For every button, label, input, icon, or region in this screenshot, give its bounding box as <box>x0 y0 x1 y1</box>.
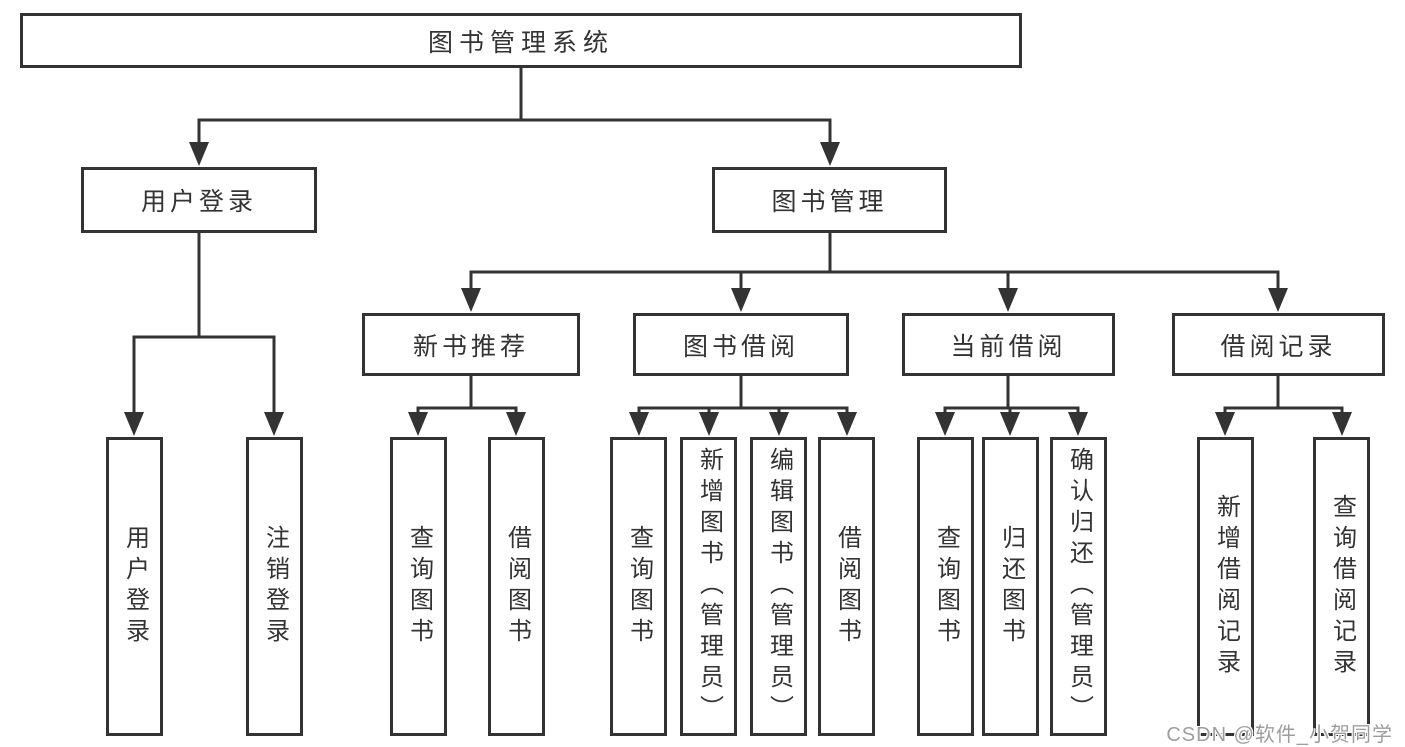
node-label: 当前借阅 <box>950 332 1067 361</box>
node-library-system: 图书管理系统 <box>20 13 1022 68</box>
leaf-borrow-books-recommend: 借阅图书 <box>488 437 545 736</box>
arrowheads <box>124 142 1352 436</box>
node-label: 查询图书 <box>932 524 960 649</box>
connector-segments <box>132 67 1344 414</box>
leaf-edit-book-admin: 编辑图书（管理员） <box>750 437 807 736</box>
node-book-borrow: 图书借阅 <box>633 313 849 376</box>
node-label: 借阅图书 <box>833 524 861 649</box>
leaf-query-books-borrow: 查询图书 <box>610 437 667 736</box>
leaf-query-books-recommend: 查询图书 <box>390 437 447 736</box>
node-label: 确认归还（管理员） <box>1065 447 1093 726</box>
node-label: 借阅记录 <box>1220 332 1337 361</box>
node-user-login: 用户登录 <box>81 167 317 233</box>
node-label: 新书推荐 <box>412 332 529 361</box>
node-label: 查询图书 <box>625 524 653 649</box>
leaf-add-borrow-record: 新增借阅记录 <box>1197 437 1254 736</box>
node-label: 图书借阅 <box>682 332 799 361</box>
leaf-confirm-return-admin: 确认归还（管理员） <box>1050 437 1107 736</box>
node-label: 查询借阅记录 <box>1328 493 1356 680</box>
watermark: CSDN @软件_小贺同学 <box>1166 724 1393 746</box>
node-label: 图书管理系统 <box>427 28 614 57</box>
node-current-borrow: 当前借阅 <box>902 313 1115 376</box>
node-new-book-recommend: 新书推荐 <box>362 313 580 376</box>
node-label: 图书管理 <box>771 188 888 216</box>
leaf-add-book-admin: 新增图书（管理员） <box>680 437 737 736</box>
leaf-logout: 注销登录 <box>246 437 303 736</box>
leaf-query-borrow-record: 查询借阅记录 <box>1313 437 1370 736</box>
node-label: 注销登录 <box>261 524 289 649</box>
leaf-borrow-books: 借阅图书 <box>818 437 875 736</box>
node-book-management: 图书管理 <box>712 167 947 233</box>
leaf-user-login: 用户登录 <box>106 437 163 736</box>
node-label: 借阅图书 <box>503 524 531 649</box>
node-label: 归还图书 <box>997 524 1025 649</box>
node-borrow-records: 借阅记录 <box>1172 313 1385 376</box>
node-label: 用户登录 <box>140 188 257 216</box>
leaf-return-books: 归还图书 <box>982 437 1039 736</box>
node-label: 编辑图书（管理员） <box>765 447 793 726</box>
node-label: 用户登录 <box>121 524 149 649</box>
node-label: 查询图书 <box>405 524 433 649</box>
node-label: 新增借阅记录 <box>1212 493 1240 680</box>
node-label: 新增图书（管理员） <box>695 447 723 726</box>
leaf-query-books-current: 查询图书 <box>917 437 974 736</box>
